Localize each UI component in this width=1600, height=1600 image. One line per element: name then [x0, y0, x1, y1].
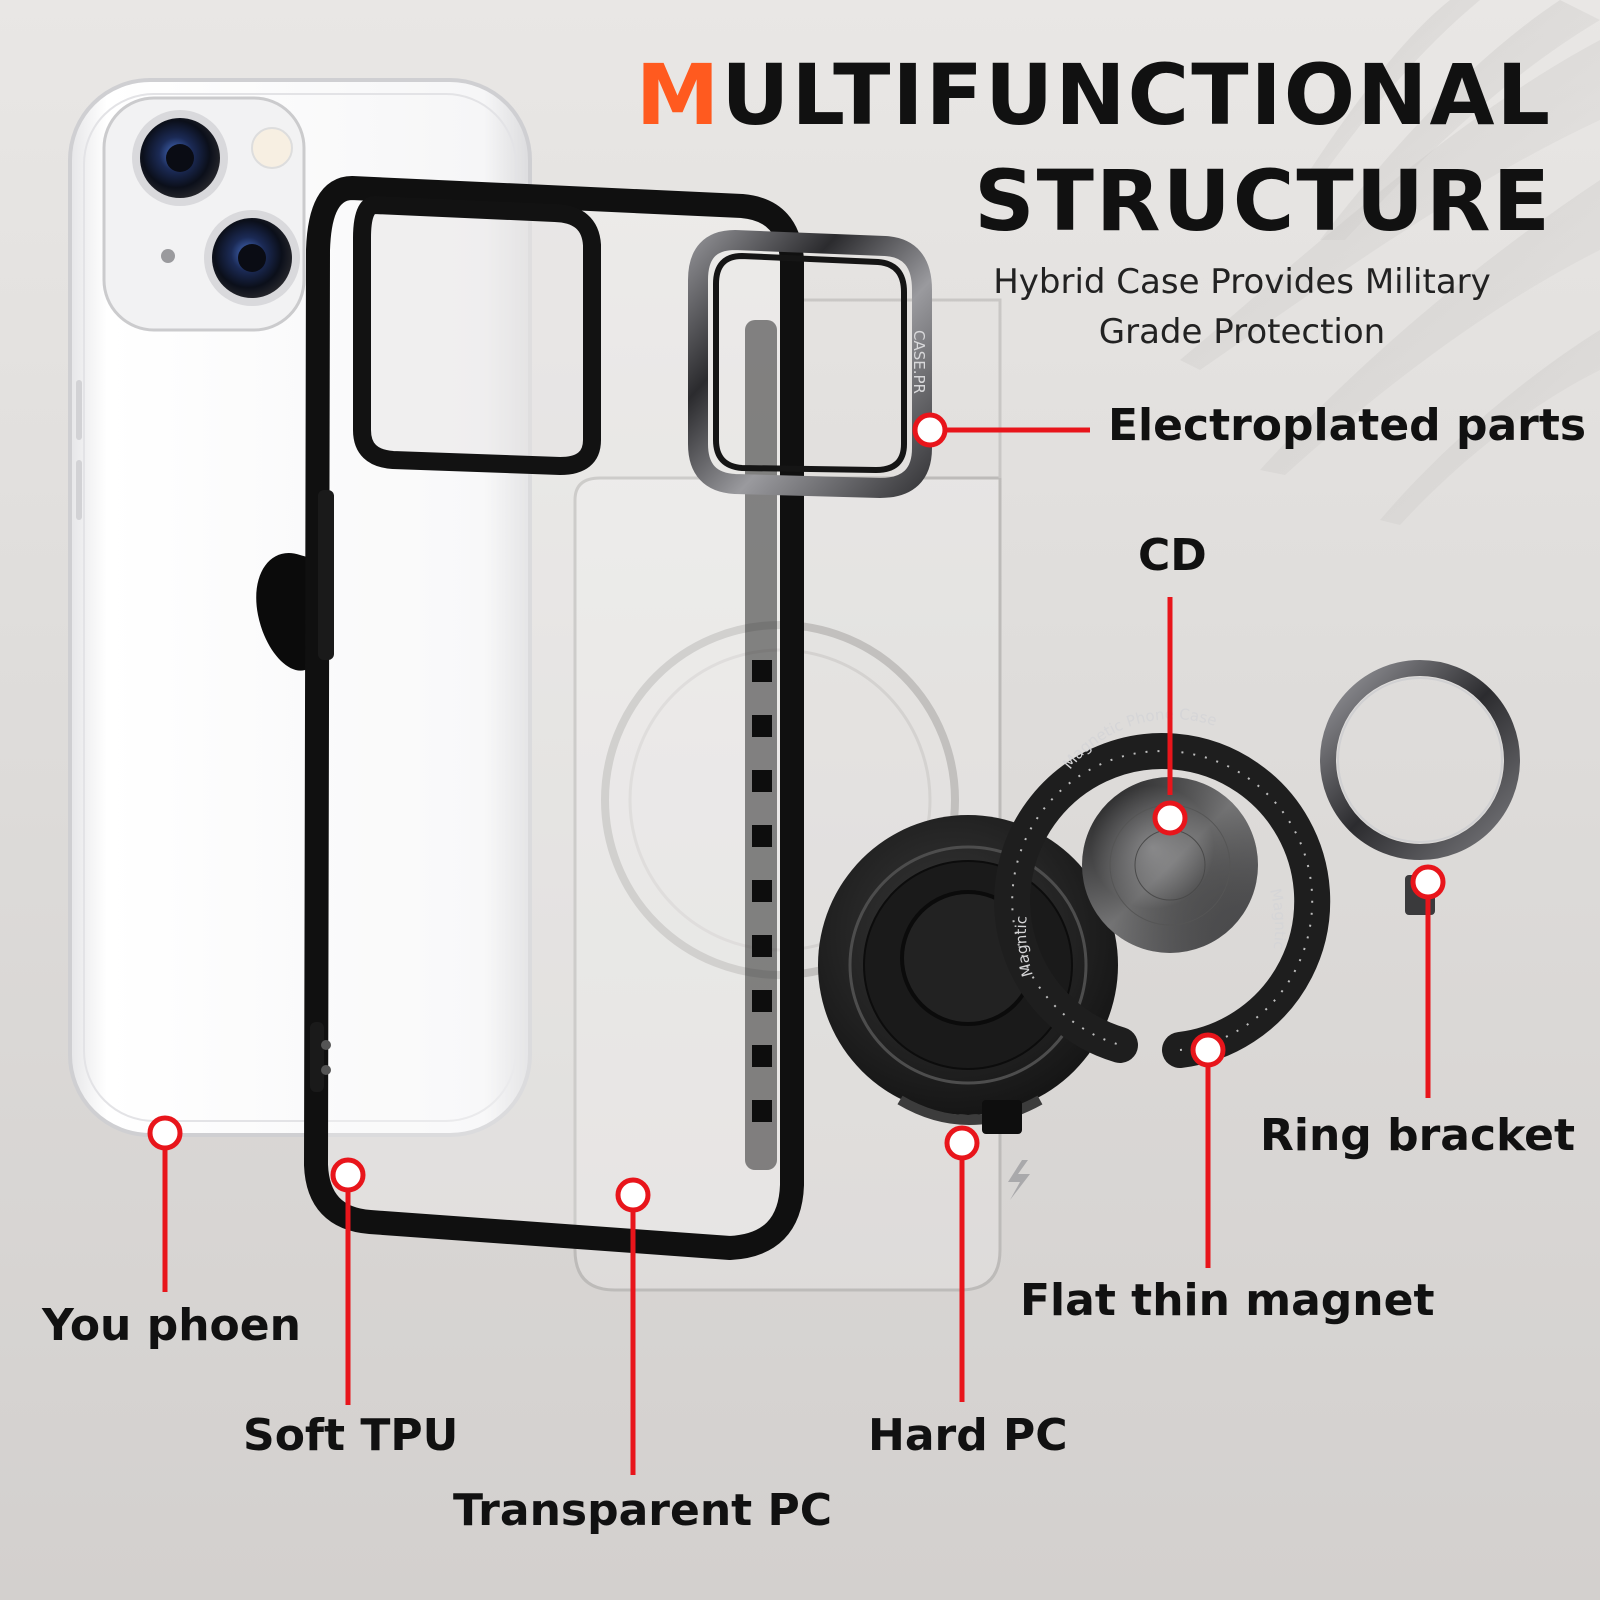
marker-transparent	[615, 1177, 651, 1213]
marker-electro	[912, 412, 948, 448]
callout-label-ring-bracket: Ring bracket	[1260, 1110, 1576, 1161]
subtitle-line2: Grade Protection	[1098, 312, 1386, 352]
page-title-line1: MULTIFUNCTIONAL	[636, 46, 1552, 144]
subtitle-line1: Hybrid Case Provides Military	[993, 262, 1491, 302]
callout-label-soft-tpu: Soft TPU	[243, 1410, 459, 1461]
callout-label-flat-thin-magnet: Flat thin magnet	[1020, 1275, 1435, 1326]
callout-label-electroplated-parts: Electroplated parts	[1108, 400, 1587, 451]
marker-magnet	[1190, 1032, 1226, 1068]
title-line1-rest: ULTIFUNCTIONAL	[721, 46, 1552, 144]
callout-label-phone: You phoen	[42, 1300, 301, 1351]
marker-hard	[944, 1125, 980, 1161]
magnet-engraving-right: Magntic	[1266, 887, 1289, 951]
callout-label-hard-pc: Hard PC	[868, 1410, 1068, 1461]
lightning-icon	[1008, 1160, 1030, 1200]
callout-label-cd: CD	[1138, 530, 1207, 581]
marker-tpu	[330, 1157, 366, 1193]
marker-ring	[1410, 864, 1446, 900]
page-title-line2: STRUCTURE	[974, 152, 1552, 250]
title-accent-letter: M	[635, 46, 722, 144]
marker-phone	[147, 1115, 183, 1151]
camera-ring-engraving: CASE.PR	[910, 330, 928, 394]
callout-label-transparent-pc: Transparent PC	[453, 1485, 833, 1536]
marker-cd	[1152, 800, 1188, 836]
